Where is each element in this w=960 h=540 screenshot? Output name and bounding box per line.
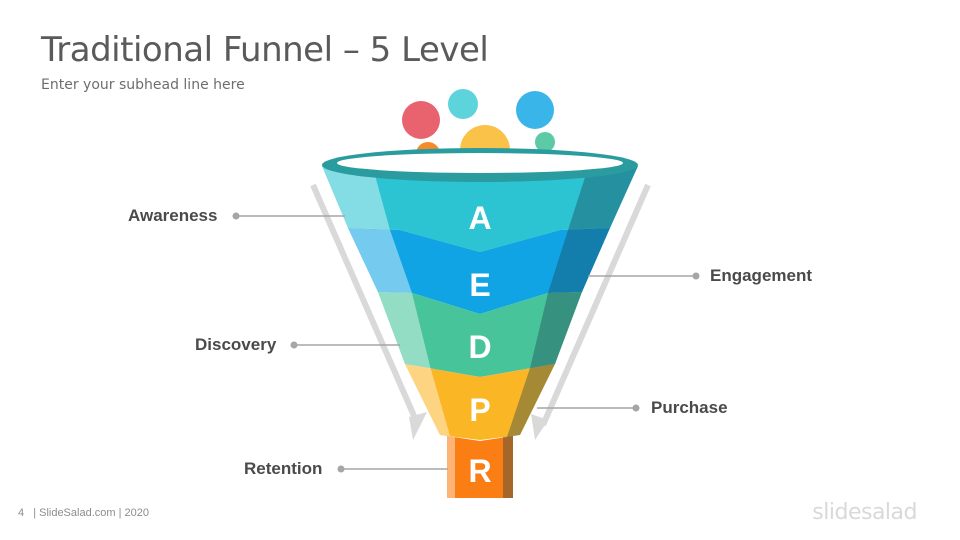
bubble-cyan: [448, 89, 478, 119]
letter-r: R: [468, 453, 491, 489]
label-awareness: Awareness: [128, 206, 218, 225]
bubble-red: [402, 101, 440, 139]
footer: 4 | SlideSalad.com | 2020: [18, 507, 155, 519]
connector-awareness: [232, 212, 345, 220]
label-discovery: Discovery: [195, 335, 277, 354]
left-highlight: [322, 166, 455, 498]
funnel-bands: [322, 166, 638, 498]
connector-purchase: [537, 404, 640, 412]
bubble-blue: [516, 91, 554, 129]
slide-subtitle: Enter your subhead line here: [41, 77, 245, 93]
label-retention: Retention: [244, 459, 323, 478]
label-engagement: Engagement: [710, 266, 813, 285]
connector-discovery: [290, 341, 400, 349]
letter-d: D: [468, 329, 491, 365]
right-shadow: [503, 166, 638, 498]
letter-p: P: [469, 392, 490, 428]
right-arrow: [531, 183, 651, 440]
bubble-green: [535, 132, 555, 152]
band-a: [322, 166, 638, 252]
funnel-rim: [322, 148, 638, 182]
brand-logo: slidesalad: [812, 500, 917, 525]
connector-retention: [337, 465, 448, 473]
connectors: [232, 212, 700, 473]
slide-title: Traditional Funnel – 5 Level: [41, 30, 489, 70]
letter-a: A: [468, 200, 491, 236]
connector-engagement: [588, 272, 700, 280]
label-purchase: Purchase: [651, 398, 728, 417]
band-letters: A E D P R: [468, 200, 491, 489]
footer-source: | SlideSalad.com | 2020: [33, 507, 149, 519]
band-p: [405, 364, 555, 440]
page-number: 4: [18, 507, 25, 519]
letter-e: E: [469, 267, 490, 303]
band-e: [348, 228, 610, 314]
band-d: [378, 292, 582, 377]
left-arrow: [310, 183, 427, 440]
band-r: [447, 436, 513, 498]
